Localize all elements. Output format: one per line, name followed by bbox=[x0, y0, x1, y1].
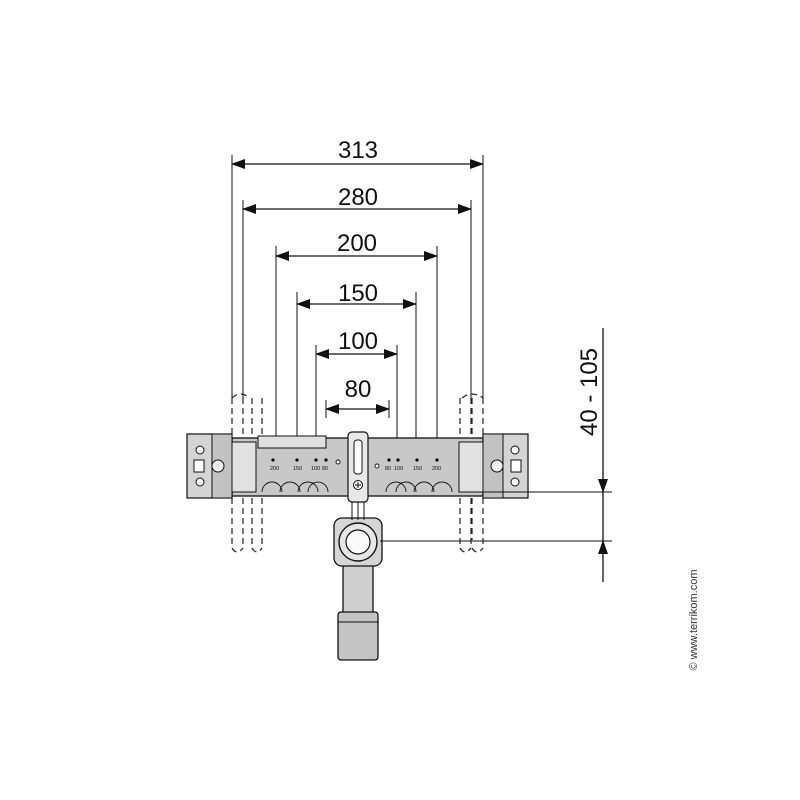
scale-right: 80 100 150 200 bbox=[385, 466, 441, 472]
extension-lines bbox=[231, 155, 484, 452]
dimension-200: 200 bbox=[275, 230, 438, 261]
dimension-313: 313 bbox=[231, 137, 484, 169]
mounting-frame: 200 150 100 80 80 100 150 200 bbox=[186, 431, 529, 503]
dimension-80: 80 bbox=[325, 376, 390, 418]
scale-right-80: 80 bbox=[385, 466, 391, 472]
scale-right-150: 150 bbox=[413, 466, 422, 472]
dimension-200-label: 200 bbox=[337, 230, 377, 257]
dimension-150: 150 bbox=[296, 280, 417, 309]
dashed-rails bbox=[231, 393, 484, 553]
dimension-150-label: 150 bbox=[338, 280, 378, 307]
dimension-100-label: 100 bbox=[338, 328, 378, 355]
left-bracket bbox=[186, 433, 257, 499]
scale-right-200: 200 bbox=[432, 466, 441, 472]
dimension-vertical-label: 40 - 105 bbox=[576, 348, 603, 436]
dimension-280: 280 bbox=[242, 184, 472, 214]
arc-marks bbox=[261, 458, 453, 493]
dimension-100: 100 bbox=[315, 328, 398, 359]
drain-pipe bbox=[333, 502, 383, 661]
scale-left-100: 100 bbox=[311, 466, 320, 472]
scale-left: 200 150 100 80 bbox=[270, 466, 328, 472]
center-slider bbox=[347, 431, 369, 503]
dimension-vertical: 40 - 105 bbox=[380, 328, 612, 582]
dimension-313-label: 313 bbox=[338, 137, 378, 164]
dimension-280-label: 280 bbox=[338, 184, 378, 211]
scale-right-100: 100 bbox=[394, 466, 403, 472]
scale-left-200: 200 bbox=[270, 466, 279, 472]
scale-left-80: 80 bbox=[322, 466, 328, 472]
dimension-80-label: 80 bbox=[345, 376, 372, 403]
right-bracket bbox=[458, 433, 529, 499]
scale-left-150: 150 bbox=[293, 466, 302, 472]
copyright-text: © www.terrikom.com bbox=[688, 569, 700, 670]
